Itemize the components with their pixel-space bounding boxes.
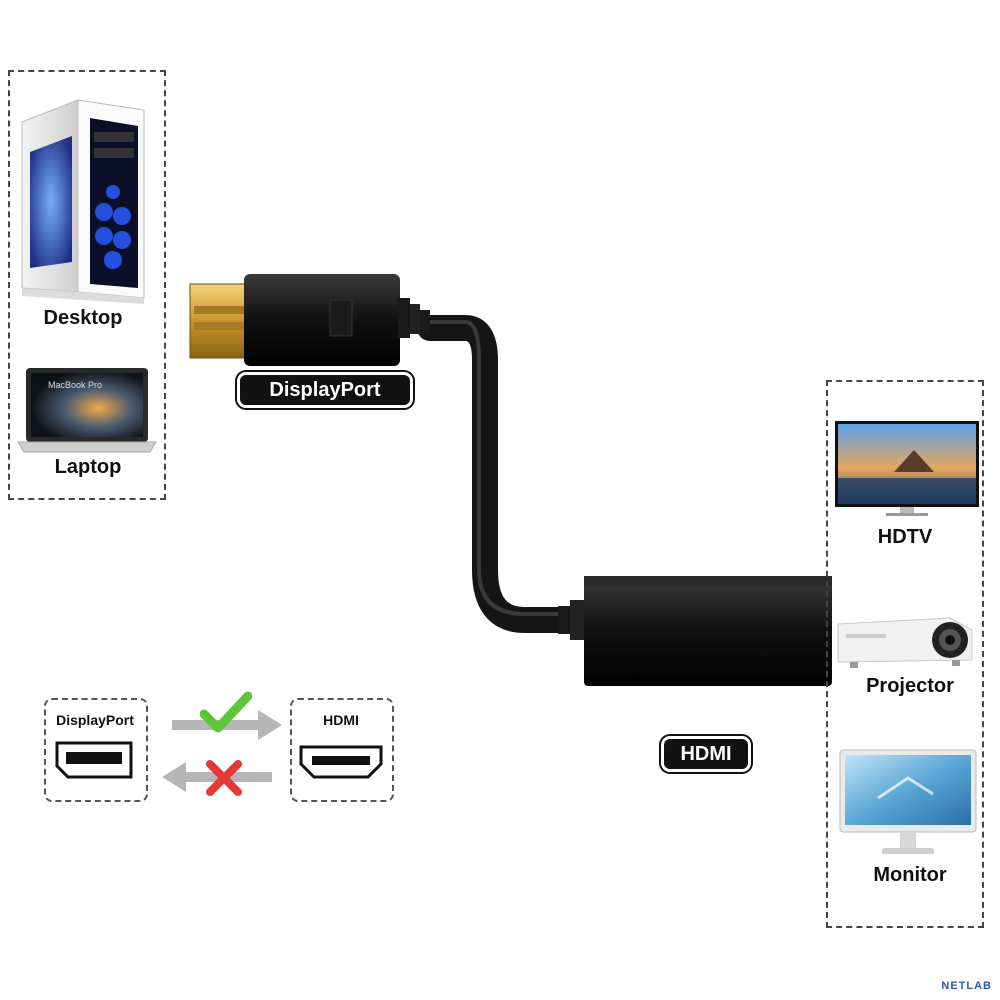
hdtv-label: HDTV <box>877 526 933 548</box>
netlab-brand: NETLAB <box>941 980 992 992</box>
desktop-tower-image <box>21 99 145 304</box>
laptop-screen-text: MacBook Pro <box>48 380 103 390</box>
hdtv-image <box>835 421 979 516</box>
source-devices-box <box>8 70 166 500</box>
monitor-label: Monitor <box>873 864 947 886</box>
displayport-port-label: DisplayPort <box>56 712 134 728</box>
hdmi-port-box <box>290 698 394 802</box>
adapter-cable <box>189 274 832 686</box>
hdmi-port-icon <box>299 745 383 779</box>
laptop-image <box>17 368 157 453</box>
target-devices-box <box>826 380 984 928</box>
cross-icon <box>206 760 242 796</box>
hdmi-cable-label: HDMI <box>664 739 748 769</box>
monitor-image <box>839 749 977 854</box>
displayport-port-box <box>44 698 148 802</box>
desktop-label: Desktop <box>43 307 123 329</box>
displayport-cable-label: DisplayPort <box>240 375 410 405</box>
projector-label: Projector <box>866 675 954 697</box>
check-icon <box>200 691 252 733</box>
hdmi-port-label: HDMI <box>323 712 359 728</box>
laptop-label: Laptop <box>54 456 122 478</box>
netlab-watermark: NETLAB <box>941 980 992 992</box>
displayport-port-icon <box>55 741 133 779</box>
projector-image <box>837 617 973 668</box>
